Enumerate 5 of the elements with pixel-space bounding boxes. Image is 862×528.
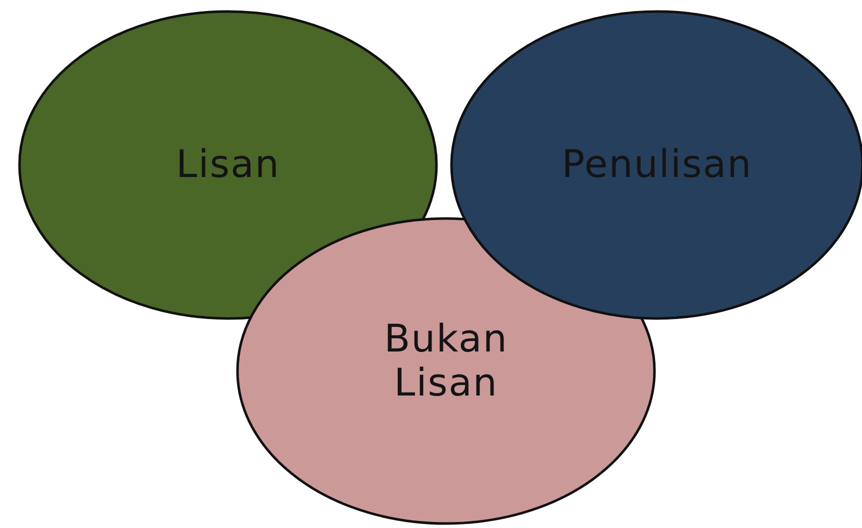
node-label: Lisan [176, 143, 280, 187]
ellipse-shape [18, 10, 438, 320]
node-label: Bukan Lisan [383, 317, 509, 405]
node-label: Penulisan [562, 143, 752, 187]
ellipse-shape [236, 217, 656, 525]
